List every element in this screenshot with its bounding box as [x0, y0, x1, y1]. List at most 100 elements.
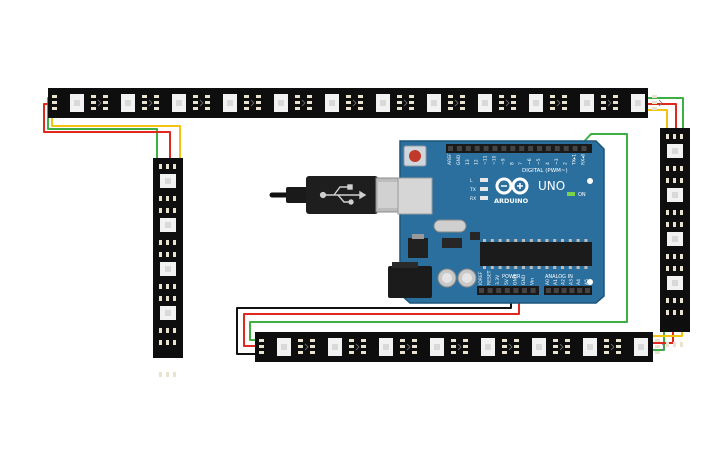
header-pin[interactable]	[465, 146, 471, 151]
reset-button[interactable]	[409, 150, 421, 162]
header-pin[interactable]	[492, 146, 498, 151]
wire-red-right[interactable]	[646, 103, 677, 130]
header-pin[interactable]	[496, 288, 502, 293]
arrow-icon	[505, 99, 510, 107]
solder-pad	[193, 107, 198, 110]
solder-pad	[460, 101, 465, 104]
solder-pad	[673, 310, 676, 315]
header-pin[interactable]	[569, 288, 575, 293]
model-text: UNO	[538, 179, 565, 193]
solder-pad	[154, 101, 159, 104]
solder-pad	[307, 101, 312, 104]
solder-pad	[142, 95, 147, 98]
solder-pad	[666, 298, 669, 303]
chip-pin	[545, 266, 549, 269]
header-pin[interactable]	[522, 288, 527, 293]
analog-header-pins[interactable]	[546, 288, 590, 293]
led-strip-bottom[interactable]	[255, 332, 666, 362]
solder-pad	[166, 328, 169, 333]
digital-label: DIGITAL (PWM~)	[522, 168, 568, 174]
solder-pad	[142, 107, 147, 110]
solder-pad	[409, 101, 414, 104]
header-pin[interactable]	[577, 288, 583, 293]
header-pin[interactable]	[545, 146, 551, 151]
header-pin[interactable]	[554, 146, 560, 151]
solder-pad	[103, 107, 108, 110]
header-pin[interactable]	[546, 288, 551, 293]
solder-pad	[655, 339, 660, 342]
header-pin[interactable]	[528, 146, 534, 151]
solder-pad	[680, 266, 683, 271]
status-led	[480, 196, 488, 200]
solder-pad	[553, 351, 558, 354]
header-pin[interactable]	[581, 146, 587, 151]
chip-pins	[483, 239, 588, 269]
solder-pad	[562, 107, 567, 110]
header-pin[interactable]	[479, 288, 484, 293]
header-pin[interactable]	[487, 288, 493, 293]
header-pin[interactable]	[448, 146, 453, 151]
header-pin[interactable]	[561, 288, 567, 293]
solder-pad	[499, 95, 504, 98]
dc-power-jack[interactable]	[388, 266, 432, 298]
solder-pad	[159, 164, 162, 169]
chip-pin	[514, 239, 518, 242]
header-pin[interactable]	[553, 288, 559, 293]
solder-pad	[601, 107, 606, 110]
wire-yellow-right[interactable]	[646, 109, 668, 130]
chip-pin	[490, 239, 494, 242]
power-header-pins[interactable]	[479, 288, 536, 293]
header-pin[interactable]	[483, 146, 489, 151]
solder-pad	[550, 95, 555, 98]
solder-pad	[652, 101, 657, 104]
solder-pad	[349, 339, 354, 342]
solder-pad	[460, 95, 465, 98]
usb-icon	[319, 184, 367, 205]
header-pin[interactable]	[519, 146, 525, 151]
header-pin[interactable]	[585, 288, 590, 293]
header-pin[interactable]	[563, 146, 569, 151]
solder-pad	[154, 95, 159, 98]
pin-label: ~5	[536, 158, 542, 165]
led-strip-right[interactable]	[660, 128, 690, 347]
power-label: POWER	[502, 274, 521, 280]
solder-pad	[142, 101, 147, 104]
led-die	[584, 100, 590, 106]
pin-label: GND	[521, 274, 527, 285]
solder-pad	[673, 266, 676, 271]
solder-pad	[358, 101, 363, 104]
led-strip-left[interactable]	[153, 158, 183, 377]
solder-pad	[463, 351, 468, 354]
solder-pad	[673, 210, 676, 215]
header-pin[interactable]	[456, 146, 462, 151]
solder-pad	[173, 208, 176, 213]
capacitor-top	[442, 273, 452, 283]
solder-pad	[666, 266, 669, 271]
led-strip-top[interactable]	[48, 88, 663, 118]
header-pin[interactable]	[474, 146, 480, 151]
header-pin[interactable]	[510, 146, 516, 151]
solder-pad	[666, 166, 669, 171]
solder-pad	[346, 107, 351, 110]
solder-pad	[259, 345, 264, 348]
solder-pad	[173, 252, 176, 257]
pin-label: 2	[563, 162, 569, 165]
header-pin[interactable]	[513, 288, 519, 293]
header-pin[interactable]	[504, 288, 510, 293]
wire-data-green[interactable]	[249, 133, 628, 341]
header-pin[interactable]	[530, 288, 536, 293]
arrow-icon	[661, 343, 666, 351]
chip-pin	[584, 239, 588, 242]
header-pin[interactable]	[501, 146, 507, 151]
wire-green-right[interactable]	[646, 97, 684, 130]
header-pin[interactable]	[572, 146, 578, 151]
chip-pin	[529, 239, 533, 242]
header-pin[interactable]	[537, 146, 542, 151]
solder-pad	[666, 134, 669, 139]
arrow-icon	[454, 99, 459, 107]
regulator-tab	[412, 234, 424, 239]
analog-label: ANALOG IN	[545, 274, 573, 280]
digital-header-pins[interactable]	[448, 146, 587, 151]
